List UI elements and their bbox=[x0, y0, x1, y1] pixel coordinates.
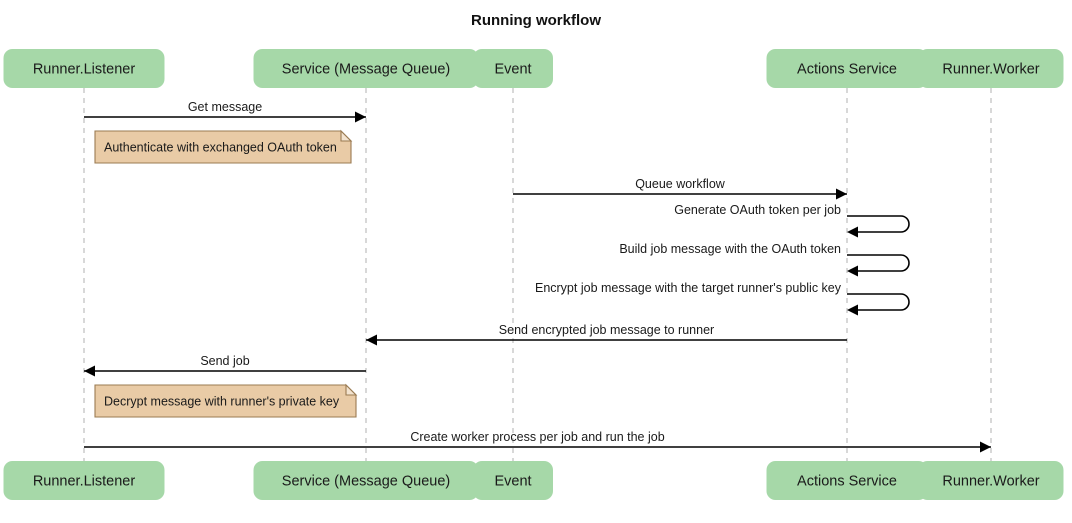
note-n1: Authenticate with exchanged OAuth token bbox=[94, 129, 353, 164]
self-loop-path bbox=[847, 254, 910, 272]
participant-runner-worker-bottom[interactable]: Runner.Worker bbox=[918, 461, 1064, 500]
message-m3[interactable]: Generate OAuth token per job bbox=[674, 203, 910, 238]
note-fold-corner-icon bbox=[345, 383, 358, 396]
message-m5[interactable]: Encrypt job message with the target runn… bbox=[535, 281, 910, 316]
note-n2: Decrypt message with runner's private ke… bbox=[94, 383, 358, 418]
participant-actions-service-top[interactable]: Actions Service bbox=[766, 49, 928, 88]
participant-label: Actions Service bbox=[797, 62, 897, 78]
note-label: Authenticate with exchanged OAuth token bbox=[104, 141, 337, 155]
arrowhead bbox=[84, 365, 95, 377]
participant-label: Runner.Worker bbox=[942, 474, 1039, 490]
message-label: Queue workflow bbox=[635, 177, 726, 191]
message-label: Build job message with the OAuth token bbox=[619, 242, 841, 256]
arrowhead bbox=[847, 226, 858, 238]
participant-box bbox=[918, 49, 1064, 88]
participant-service-message-queue-top[interactable]: Service (Message Queue) bbox=[253, 49, 479, 88]
participant-label: Service (Message Queue) bbox=[282, 62, 450, 78]
self-loop-path bbox=[847, 293, 910, 311]
arrowhead bbox=[355, 111, 366, 123]
message-m2[interactable]: Queue workflow bbox=[513, 177, 847, 200]
message-m6[interactable]: Send encrypted job message to runner bbox=[366, 323, 847, 346]
participant-event-top[interactable]: Event bbox=[473, 49, 553, 88]
participant-box bbox=[3, 461, 165, 500]
participant-actions-service-bottom[interactable]: Actions Service bbox=[766, 461, 928, 500]
participant-label: Event bbox=[494, 474, 531, 490]
note-label: Decrypt message with runner's private ke… bbox=[104, 395, 340, 409]
arrowhead bbox=[847, 265, 858, 277]
message-label: Generate OAuth token per job bbox=[674, 203, 841, 217]
message-label: Create worker process per job and run th… bbox=[410, 430, 664, 444]
participant-label: Actions Service bbox=[797, 474, 897, 490]
message-m8[interactable]: Create worker process per job and run th… bbox=[84, 430, 991, 453]
participant-label: Runner.Listener bbox=[33, 62, 136, 78]
note-body bbox=[94, 130, 352, 164]
lifelines-group bbox=[83, 88, 992, 461]
note-fold-corner-icon bbox=[340, 129, 353, 142]
message-label: Encrypt job message with the target runn… bbox=[535, 281, 842, 295]
participant-service-message-queue-bottom[interactable]: Service (Message Queue) bbox=[253, 461, 479, 500]
message-label: Send encrypted job message to runner bbox=[499, 323, 714, 337]
message-label: Send job bbox=[200, 354, 249, 368]
message-m7[interactable]: Send job bbox=[84, 354, 366, 377]
participant-runner-listener-top[interactable]: Runner.Listener bbox=[3, 49, 165, 88]
participant-label: Runner.Worker bbox=[942, 62, 1039, 78]
participants-top-group: Runner.Listener Service (Message Queue) Ev… bbox=[3, 49, 1064, 88]
participant-event-bottom[interactable]: Event bbox=[473, 461, 553, 500]
notes-group: Authenticate with exchanged OAuth tokenD… bbox=[94, 129, 358, 418]
participants-bottom-group: Runner.Listener Service (Message Queue) Ev… bbox=[3, 461, 1064, 500]
participant-label: Event bbox=[494, 62, 531, 78]
self-loop-path bbox=[847, 215, 910, 233]
message-m4[interactable]: Build job message with the OAuth token bbox=[619, 242, 910, 277]
participant-box bbox=[766, 49, 928, 88]
arrowhead bbox=[366, 334, 377, 346]
participant-box bbox=[253, 461, 479, 500]
participant-box bbox=[3, 49, 165, 88]
participant-box bbox=[473, 461, 553, 500]
participant-box bbox=[253, 49, 479, 88]
message-m1[interactable]: Get message bbox=[84, 100, 366, 123]
participant-box bbox=[918, 461, 1064, 500]
message-label: Get message bbox=[188, 100, 262, 114]
participant-runner-worker-top[interactable]: Runner.Worker bbox=[918, 49, 1064, 88]
participant-label: Service (Message Queue) bbox=[282, 474, 450, 490]
participant-runner-listener-bottom[interactable]: Runner.Listener bbox=[3, 461, 165, 500]
arrowhead bbox=[847, 304, 858, 316]
note-body bbox=[94, 384, 357, 418]
arrowhead bbox=[836, 188, 847, 200]
participant-box bbox=[473, 49, 553, 88]
arrowhead bbox=[980, 441, 991, 453]
participant-box bbox=[766, 461, 928, 500]
page-title: Running workflow bbox=[471, 12, 601, 29]
participant-label: Runner.Listener bbox=[33, 474, 136, 490]
